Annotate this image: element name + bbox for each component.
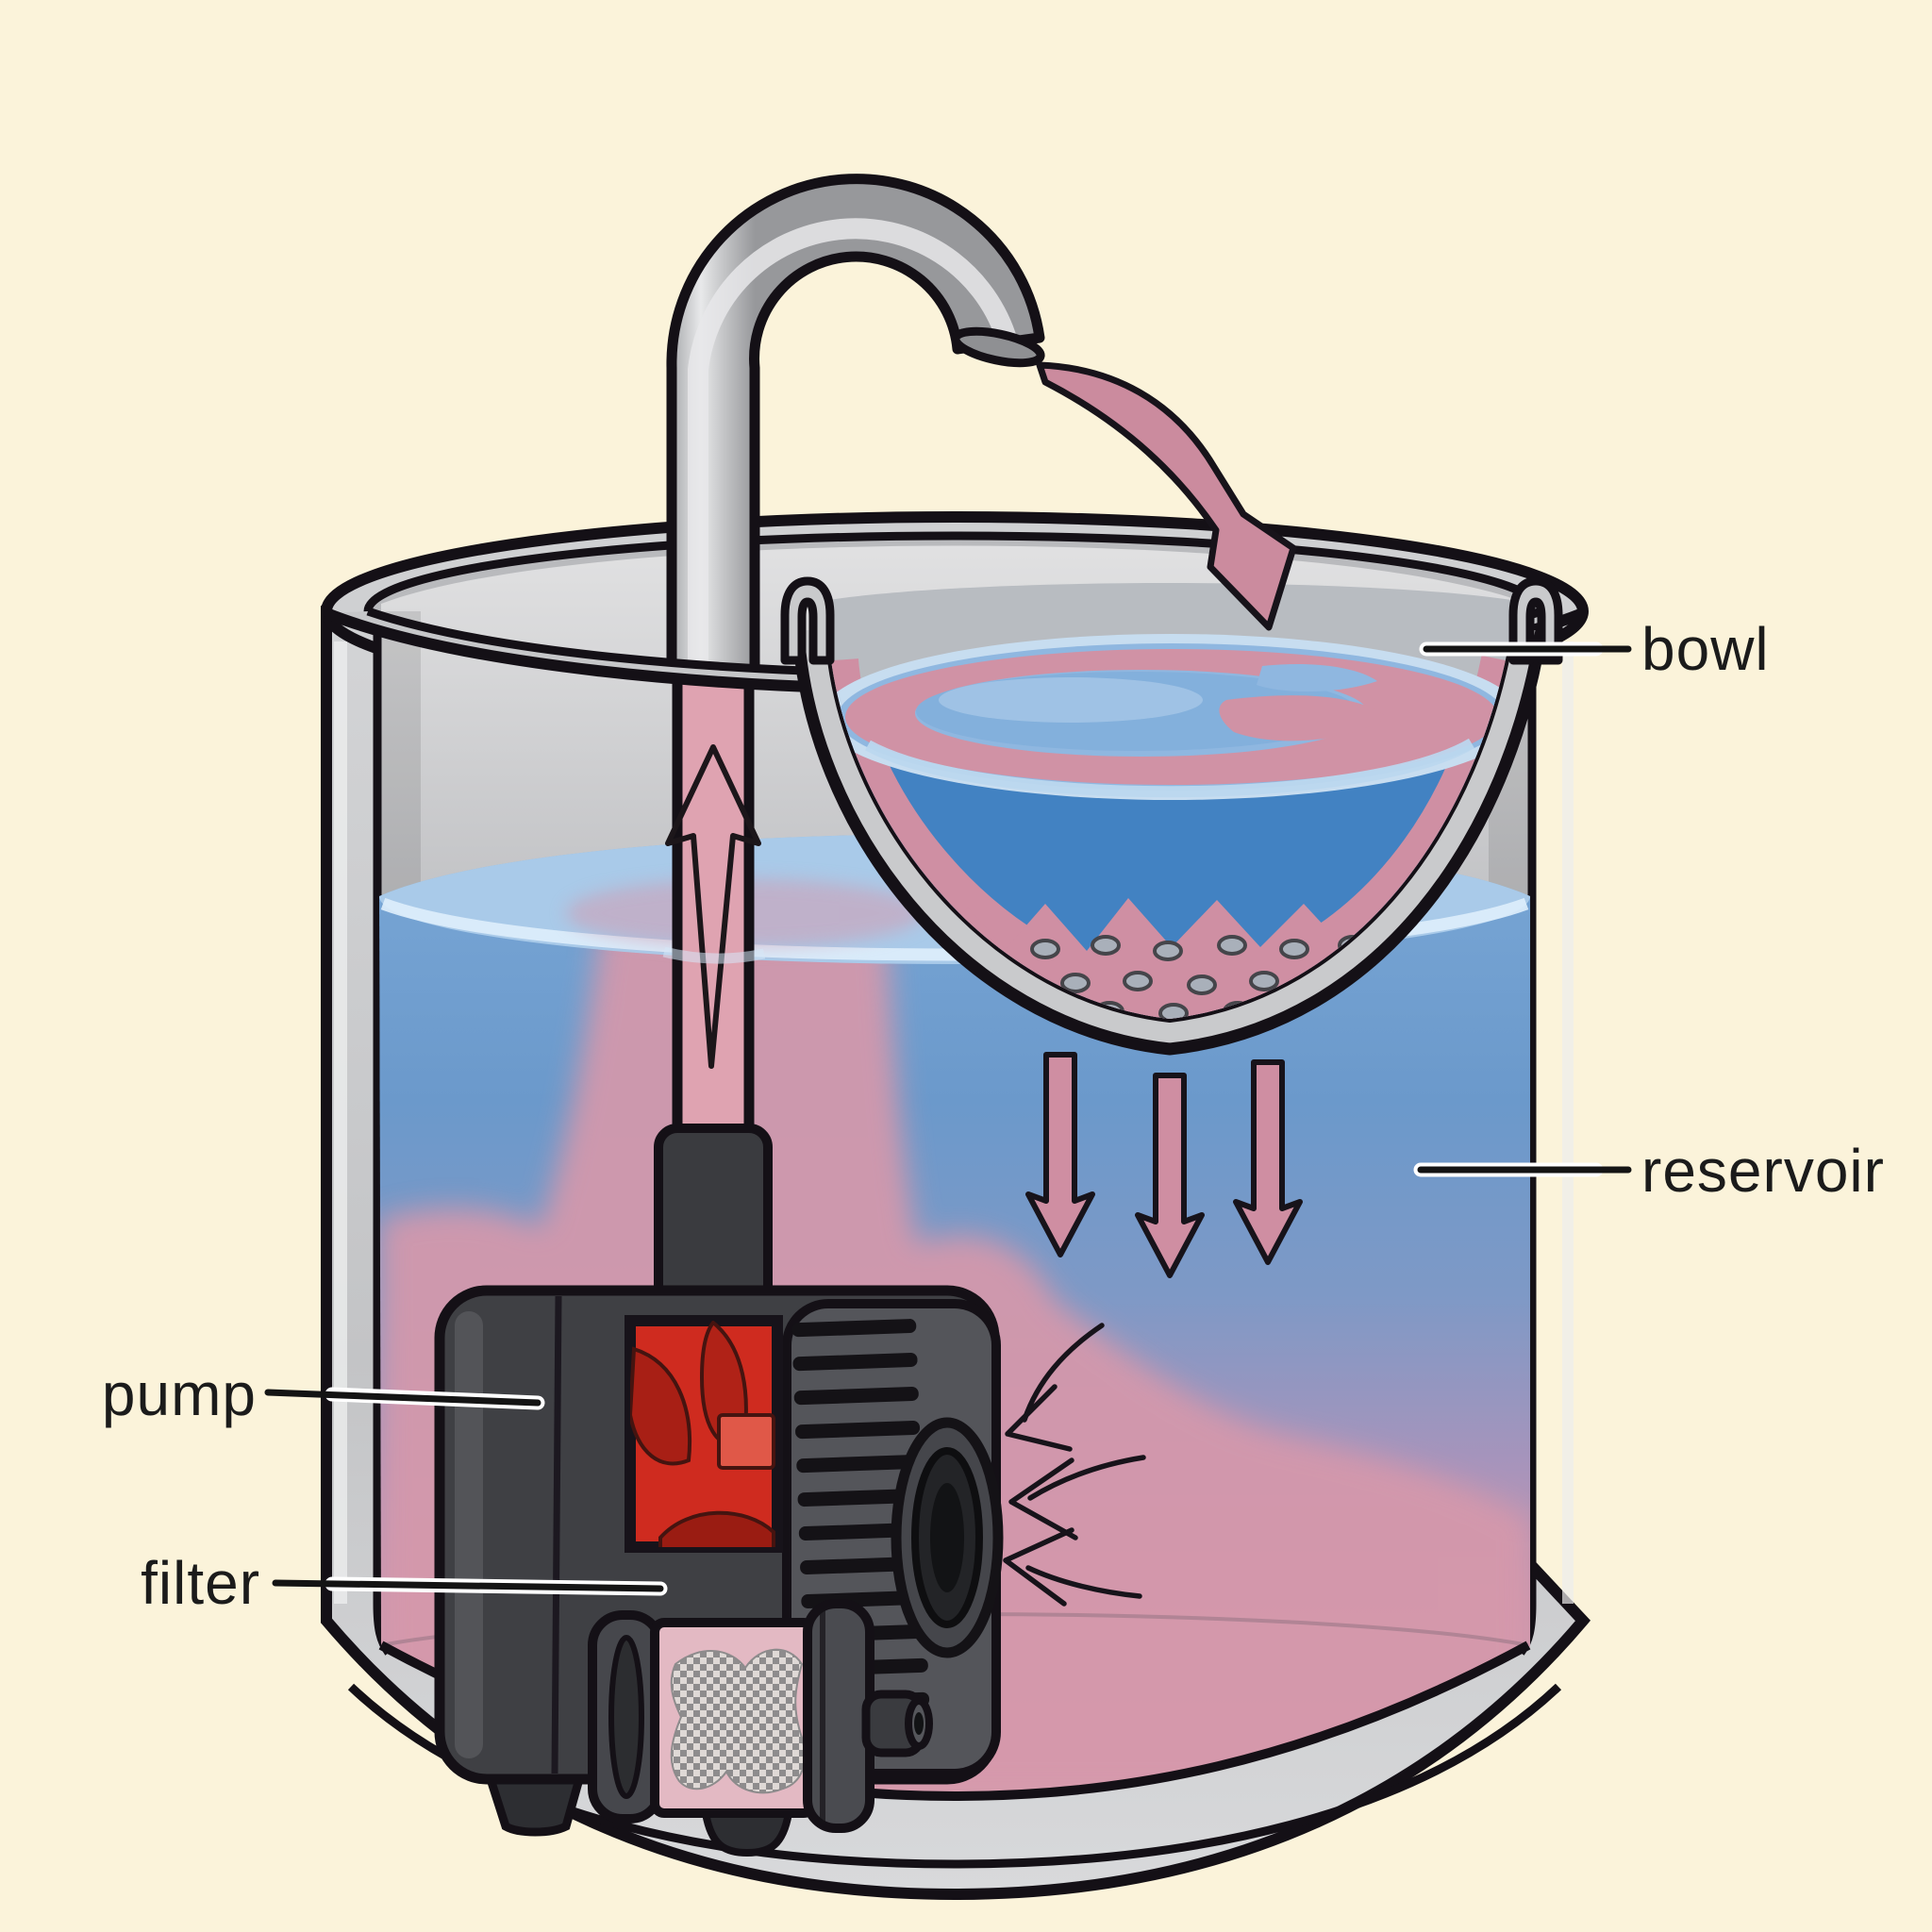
intake-arrow-bottom-head-icon xyxy=(1003,1527,1074,1607)
filter-nub-hole xyxy=(914,1712,924,1735)
intake-arrow-bottom-icon xyxy=(1025,1565,1142,1599)
pump-leader-line xyxy=(264,1389,541,1407)
intake-arrow-top-head-icon xyxy=(1005,1384,1073,1452)
bowl-surface-blue-patch xyxy=(939,677,1203,723)
pump-label: pump xyxy=(102,1360,257,1428)
drain-arrows xyxy=(1025,1052,1303,1278)
bowl-wall-outer-line xyxy=(791,628,1548,1056)
bowl-wall xyxy=(798,630,1541,1049)
spout-opening xyxy=(951,326,1045,368)
pump-body-seam xyxy=(551,1295,562,1774)
filter-foot xyxy=(701,1809,793,1857)
spout-pipe xyxy=(666,174,1045,681)
waterline-glint-on-pipe xyxy=(662,946,766,964)
bowl-surface-front-light xyxy=(865,738,1475,798)
bowl-surface-pink-tongue xyxy=(1219,695,1387,741)
spout-highlight xyxy=(688,218,1016,680)
filter-cap-left-inner xyxy=(608,1635,644,1799)
filter-mesh xyxy=(670,1648,807,1794)
riser-pipe xyxy=(662,649,766,1151)
bowl-hook-right xyxy=(1508,576,1563,665)
intake-arrows xyxy=(1003,1323,1146,1607)
drain-arrow-icon xyxy=(1025,1052,1095,1257)
pump-body-highlight xyxy=(455,1311,483,1758)
flow-arrows xyxy=(1025,361,1303,1278)
drain-arrow-icon xyxy=(1233,1059,1303,1265)
bowl-label: bowl xyxy=(1641,615,1770,683)
riser-pipe-water xyxy=(681,649,745,1151)
drain-arrow-icon xyxy=(1135,1073,1205,1278)
callouts: bowl reservoir pump filter xyxy=(102,615,1885,1617)
reservoir-label: reservoir xyxy=(1641,1137,1885,1205)
pump xyxy=(434,1124,1004,1857)
bowl-surface-blue-wave xyxy=(1257,663,1377,692)
wall-highlight-left xyxy=(334,641,347,1604)
bowl-hook-left xyxy=(780,576,835,665)
pour-arrow-icon xyxy=(1036,361,1297,631)
flow-up-arrow xyxy=(665,744,761,1069)
pump-intake-hole xyxy=(930,1483,964,1592)
filter-label: filter xyxy=(141,1549,260,1617)
filter-cap-right xyxy=(803,1599,874,1833)
impeller xyxy=(630,1321,775,1547)
filter xyxy=(588,1599,933,1833)
filter-leader-line xyxy=(272,1579,664,1592)
pump-foot-left xyxy=(484,1774,585,1837)
intake-arrow-mid-head-icon xyxy=(1008,1457,1078,1541)
intake-arrow-top-icon xyxy=(1022,1323,1105,1423)
intake-arrow-mid-icon xyxy=(1027,1455,1146,1501)
wall-highlight-right xyxy=(1562,641,1574,1604)
spout-tube xyxy=(666,174,1045,681)
